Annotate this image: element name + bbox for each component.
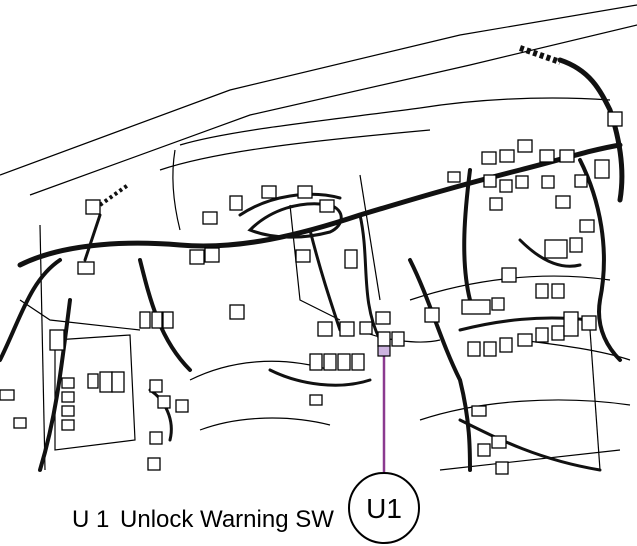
caption-code: U 1 <box>72 506 110 533</box>
dashed-wire-end <box>98 183 130 207</box>
caption: U 1 Unlock Warning SW <box>72 506 334 534</box>
u1-callout-circle <box>348 472 420 544</box>
connectors <box>0 111 623 475</box>
caption-text: Unlock Warning SW <box>120 506 334 533</box>
dashboard-outline <box>0 4 637 471</box>
dashed-wire-end <box>519 45 561 65</box>
wire-harness <box>0 57 625 472</box>
caption-backdrop <box>0 482 637 546</box>
u1-callout-label: U1 <box>366 493 402 524</box>
u1-connector <box>377 345 391 357</box>
